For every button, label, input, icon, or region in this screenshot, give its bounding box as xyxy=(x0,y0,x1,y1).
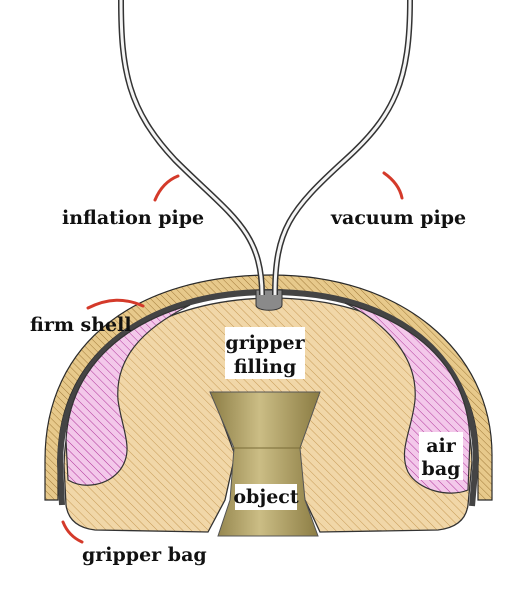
gripper-bag-label: gripper bag xyxy=(82,544,207,566)
gripper-filling-label-line1: gripper xyxy=(225,332,305,354)
air-bag-label-line2: bag xyxy=(422,458,461,480)
vacuum-pipe-label: vacuum pipe xyxy=(330,207,466,229)
air-bag-label-line1: air xyxy=(426,435,457,457)
firm-shell-leader xyxy=(86,298,145,310)
left-air-bag xyxy=(65,304,191,486)
air-bag-label-bg xyxy=(419,432,463,480)
vacuum-pipe xyxy=(272,0,413,296)
inflation-pipe-label: inflation pipe xyxy=(62,207,204,229)
inflation-pipe xyxy=(118,0,265,296)
object-label: object xyxy=(233,486,298,508)
pipe-connector xyxy=(255,289,283,311)
gripper-filling-label-bg xyxy=(225,327,305,379)
gripper-filling-label-line2: filling xyxy=(234,356,297,378)
vacuum-pipe-leader xyxy=(382,171,404,200)
inflation-pipe-leader xyxy=(153,174,180,202)
vacuum-pipe-inner xyxy=(273,0,412,296)
gripper-bag-leader xyxy=(61,520,84,544)
inflation-pipe-inner xyxy=(119,0,264,296)
firm-shell-label: firm shell xyxy=(30,314,132,336)
object-label-bg xyxy=(235,484,297,510)
